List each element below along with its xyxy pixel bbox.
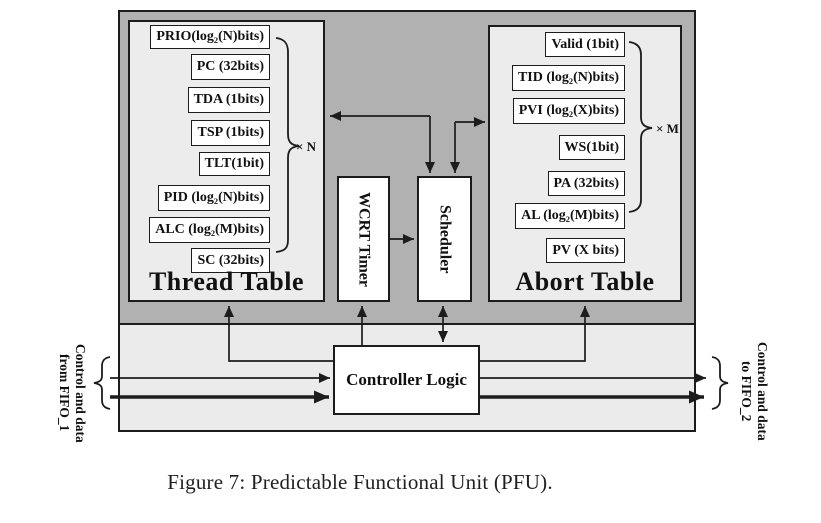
thread-field-tda: TDA (1bits) <box>187 87 270 113</box>
thread-table-title: Thread Table <box>148 267 305 296</box>
fifo-out-brace <box>711 356 729 410</box>
thread-field-alc: ALC (log₂(M)bits) <box>149 217 270 243</box>
fifo-in-label-line2: from FIFO_1 <box>57 354 72 432</box>
abort-field-pv: PV (X bits) <box>546 238 625 263</box>
fifo-in-label-line1: Control and data <box>73 343 88 443</box>
controller-logic-block: Controller Logic <box>333 345 480 415</box>
wcrt-timer-block: WCRT Timer <box>337 176 390 302</box>
thread-field-tsp: TSP (1bits) <box>191 120 270 146</box>
thread-field-pid: PID (log₂(N)bits) <box>157 185 270 211</box>
fifo-out-label-line2: to FIFO_2 <box>739 360 754 422</box>
abort-field-valid: Valid (1bit) <box>545 32 625 57</box>
thread-field-prio: PRIO(log₂(N)bits) <box>150 25 270 49</box>
scheduler-block: Scheduler <box>417 176 472 302</box>
thread-field-sc: SC (32bits) <box>191 248 270 273</box>
abort-field-ws: WS(1bit) <box>558 135 625 160</box>
abort-field-tid: TID (log₂(N)bits) <box>511 65 625 91</box>
thread-table-multiplier: × N <box>296 139 317 154</box>
thread-field-tlt: TLT(1bit) <box>198 152 270 176</box>
figure-caption: Figure 7: Predictable Functional Unit (P… <box>167 470 553 494</box>
scheduler-label: Scheduler <box>436 204 454 274</box>
thread-field-pc: PC (32bits) <box>190 54 270 80</box>
fifo-out-label-line1: Control and data <box>755 341 770 441</box>
fifo-in-brace <box>93 356 111 410</box>
controller-logic-label: Controller Logic <box>346 370 467 389</box>
abort-field-al: AL (log₂(M)bits) <box>515 203 625 229</box>
fifo-out-label: Control and data to FIFO_2 <box>738 316 770 466</box>
wcrt-timer-label: WCRT Timer <box>355 191 373 287</box>
abort-table-title: Abort Table <box>515 267 655 296</box>
fifo-in-label: Control and data from FIFO_1 <box>56 318 88 468</box>
abort-table-multiplier: × M <box>656 121 679 136</box>
abort-field-pvi: PVI (log₂(X)bits) <box>512 98 625 124</box>
abort-field-pa: PA (32bits) <box>547 171 625 196</box>
